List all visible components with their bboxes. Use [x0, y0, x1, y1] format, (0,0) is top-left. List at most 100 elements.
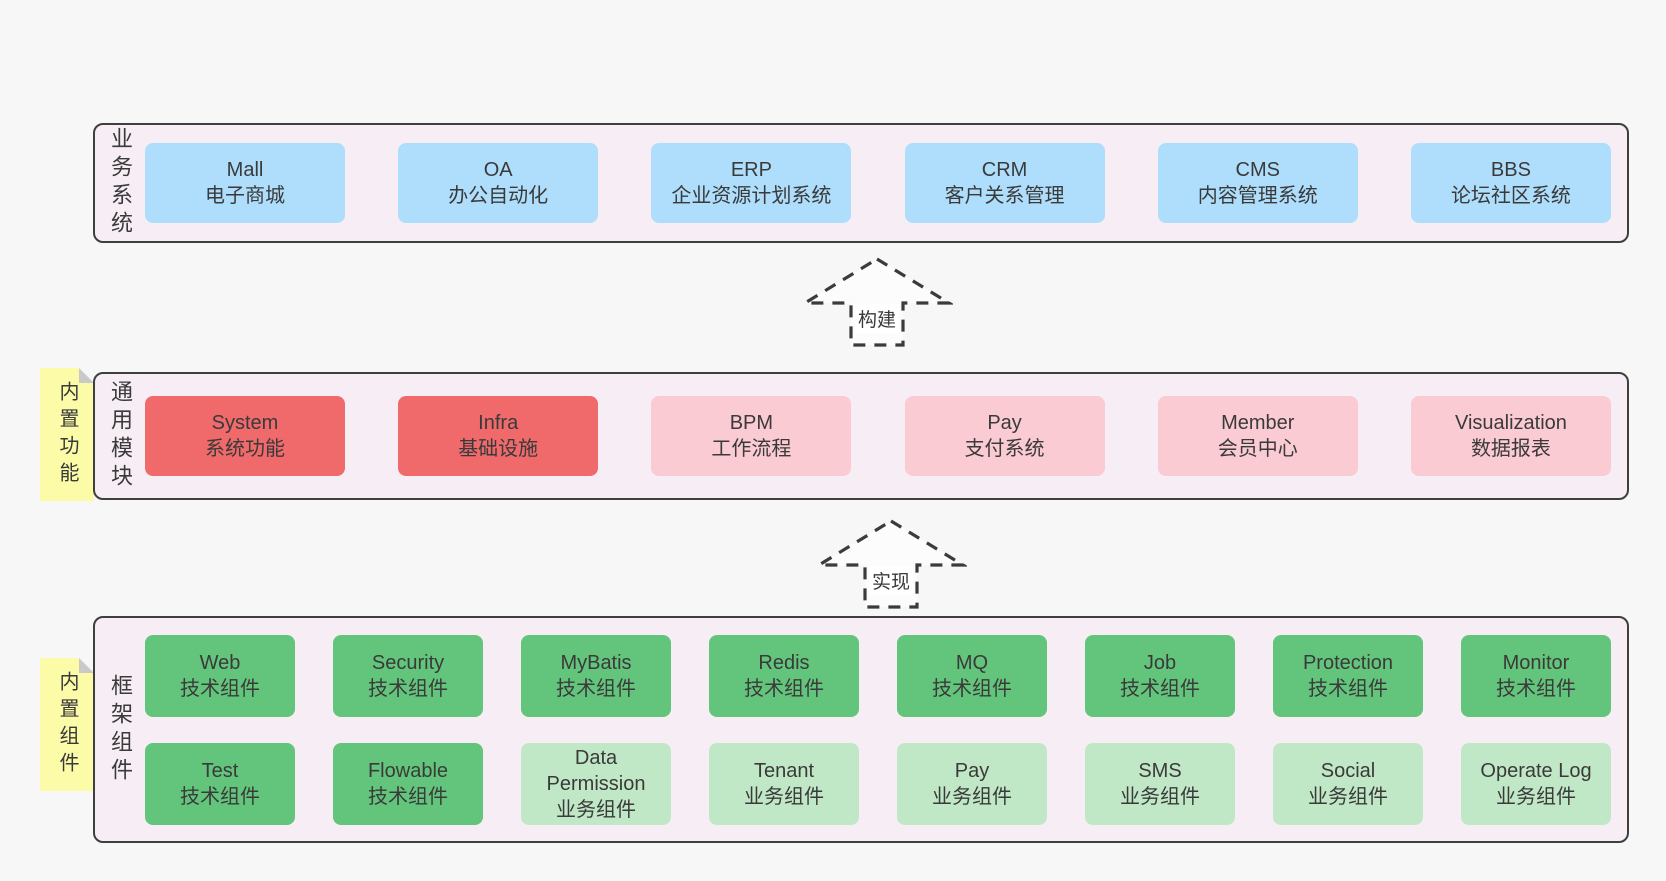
box-subtitle: 技术组件	[368, 785, 448, 808]
box-name: Pay	[987, 412, 1022, 434]
box-name: CMS	[1235, 159, 1280, 181]
layer-business-systems: 业务系统 Mall 电子商城 OA 办公自动化 ERP 企业资源计划系统 CRM…	[93, 123, 1629, 243]
box-name: CRM	[981, 159, 1028, 181]
box-name: Redis	[758, 651, 810, 674]
box-name: Monitor	[1502, 651, 1570, 674]
box-subtitle: 业务组件	[932, 785, 1012, 808]
up-arrow-icon	[815, 519, 967, 609]
box-subtitle: 技术组件	[1120, 677, 1200, 700]
box-visualization: Visualization 数据报表	[1410, 396, 1611, 476]
box-name: OA	[483, 159, 513, 181]
box-subtitle: 业务组件	[1120, 785, 1200, 808]
layer-box-track: Mall 电子商城 OA 办公自动化 ERP 企业资源计划系统 CRM 客户关系…	[145, 125, 1627, 241]
box-name: Member	[1221, 412, 1295, 434]
arrow-label: 构建	[854, 304, 900, 333]
box-subtitle: 技术组件	[1496, 677, 1576, 700]
box-system: System 系统功能	[145, 396, 345, 476]
box-job: Job 技术组件	[1085, 634, 1235, 717]
box-name: Visualization	[1454, 412, 1567, 434]
box-mybatis: MyBatis 技术组件	[521, 634, 671, 717]
box-name: Protection	[1302, 651, 1394, 674]
box-name: Data Permission	[546, 746, 646, 795]
box-subtitle: 工作流程	[711, 438, 792, 460]
layer-framework-components: 框架组件 Web 技术组件 Security 技术组件 MyBatis 技术组件…	[93, 616, 1629, 843]
layer-label-column: 框架组件	[95, 618, 145, 841]
layer-box-track: System 系统功能 Infra 基础设施 BPM 工作流程 Pay 支付系统…	[145, 374, 1627, 498]
box-subtitle: 业务组件	[1308, 785, 1388, 808]
box-subtitle: 技术组件	[368, 677, 448, 700]
box-subtitle: 基础设施	[458, 438, 539, 460]
box-subtitle: 办公自动化	[448, 185, 549, 207]
layer-box-track: Web 技术组件 Security 技术组件 MyBatis 技术组件 Redi…	[145, 618, 1627, 841]
box-name: Infra	[478, 412, 519, 434]
box-name: Pay	[954, 759, 990, 782]
box-name: Social	[1320, 759, 1376, 782]
component-row-1: Web 技术组件 Security 技术组件 MyBatis 技术组件 Redi…	[145, 634, 1611, 717]
box-pay-module: Pay 支付系统	[904, 396, 1105, 476]
layer-title: 通用模块	[108, 380, 133, 492]
box-subtitle: 技术组件	[180, 785, 260, 808]
box-subtitle: 数据报表	[1470, 438, 1551, 460]
box-subtitle: 业务组件	[744, 785, 824, 808]
box-name: Job	[1143, 651, 1177, 674]
box-pay-component: Pay 业务组件	[897, 742, 1047, 825]
box-name: MyBatis	[560, 651, 632, 674]
box-sms: SMS 业务组件	[1085, 742, 1235, 825]
box-infra: Infra 基础设施	[398, 396, 599, 476]
box-social: Social 业务组件	[1273, 742, 1423, 825]
sticky-note-label: 内置组件	[56, 670, 78, 779]
box-security: Security 技术组件	[333, 634, 483, 717]
box-bbs: BBS 论坛社区系统	[1410, 143, 1611, 223]
box-subtitle: 系统功能	[205, 438, 285, 460]
box-name: Security	[371, 651, 445, 674]
up-arrow-icon	[801, 257, 953, 347]
component-row-2: Test 技术组件 Flowable 技术组件 Data Permission …	[145, 742, 1611, 825]
box-tenant: Tenant 业务组件	[709, 742, 859, 825]
box-subtitle: 技术组件	[932, 677, 1012, 700]
box-name: BBS	[1490, 159, 1531, 181]
box-oa: OA 办公自动化	[398, 143, 599, 223]
box-subtitle: 论坛社区系统	[1450, 185, 1571, 207]
box-subtitle: 技术组件	[180, 677, 260, 700]
box-mq: MQ 技术组件	[897, 634, 1047, 717]
sticky-note-label: 内置功能	[56, 380, 78, 489]
box-subtitle: 技术组件	[744, 677, 824, 700]
box-subtitle: 技术组件	[556, 677, 636, 700]
box-monitor: Monitor 技术组件	[1461, 634, 1611, 717]
box-name: Flowable	[367, 759, 449, 782]
box-name: Test	[201, 759, 239, 782]
box-protection: Protection 技术组件	[1273, 634, 1423, 717]
box-crm: CRM 客户关系管理	[904, 143, 1105, 223]
box-redis: Redis 技术组件	[709, 634, 859, 717]
box-name: Mall	[226, 159, 264, 181]
layer-title: 框架组件	[108, 673, 133, 786]
layer-label-column: 通用模块	[95, 374, 145, 498]
box-member: Member 会员中心	[1157, 396, 1358, 476]
box-subtitle: 技术组件	[1308, 677, 1388, 700]
box-subtitle: 支付系统	[964, 438, 1045, 460]
box-cms: CMS 内容管理系统	[1157, 143, 1358, 223]
box-data-permission: Data Permission 业务组件	[521, 742, 671, 825]
box-test: Test 技术组件	[145, 742, 295, 825]
box-name: ERP	[730, 159, 772, 181]
box-name: Operate Log	[1480, 759, 1592, 782]
box-subtitle: 企业资源计划系统	[671, 185, 832, 207]
layer-label-column: 业务系统	[95, 125, 145, 241]
box-subtitle: 客户关系管理	[944, 185, 1065, 207]
box-web: Web 技术组件	[145, 634, 295, 717]
layer-title: 业务系统	[108, 127, 133, 239]
box-subtitle: 会员中心	[1217, 438, 1298, 460]
box-name: System	[211, 412, 279, 434]
arrow-implement: 实现	[815, 518, 967, 610]
box-operate-log: Operate Log 业务组件	[1461, 742, 1611, 825]
box-name: MQ	[955, 651, 989, 674]
box-subtitle: 业务组件	[1496, 785, 1576, 808]
box-name: Web	[199, 651, 241, 674]
layer-common-modules: 通用模块 System 系统功能 Infra 基础设施 BPM 工作流程 Pay…	[93, 372, 1629, 500]
box-subtitle: 业务组件	[556, 798, 636, 821]
box-name: BPM	[729, 412, 774, 434]
box-name: Tenant	[753, 759, 815, 782]
arrow-build: 构建	[801, 256, 953, 348]
box-flowable: Flowable 技术组件	[333, 742, 483, 825]
